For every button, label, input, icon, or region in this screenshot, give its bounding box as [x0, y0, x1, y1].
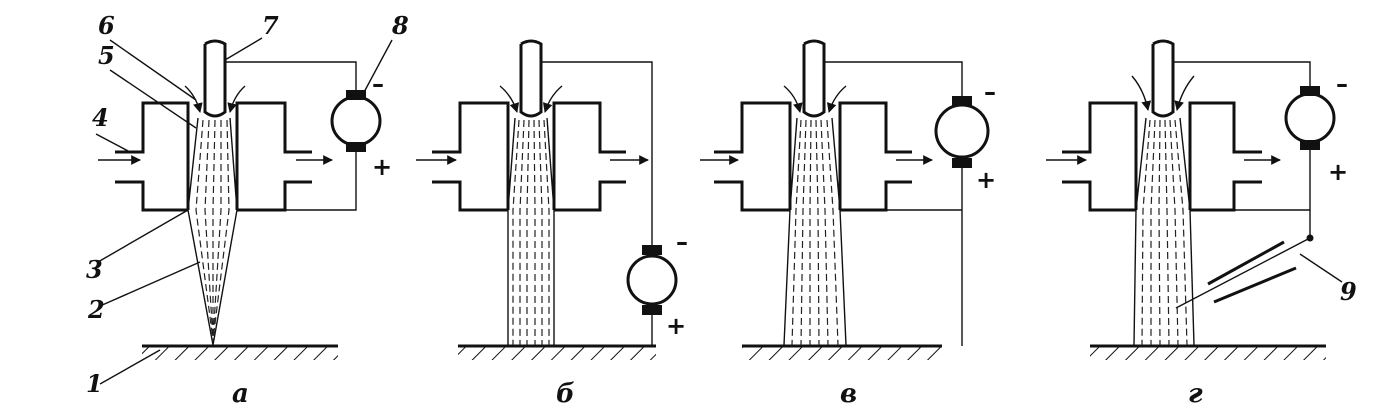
minus-sign: –: [676, 228, 688, 256]
panel-g: – + 9 г: [1046, 39, 1357, 409]
gas-flow-arrow: [826, 85, 847, 113]
electrode: [802, 39, 826, 118]
nozzle-body: [1062, 101, 1262, 212]
plasma-jet: [1133, 117, 1195, 346]
wire: [1190, 150, 1311, 211]
wire: [541, 61, 653, 245]
panel-a: – + 6 5 4 7 8 3 2 1 а: [86, 11, 409, 409]
plasma-jet: [783, 117, 847, 346]
label-9: 9: [1340, 277, 1357, 306]
filler-wire: [1175, 234, 1314, 309]
label-2: 2: [87, 295, 105, 324]
minus-sign: –: [1336, 70, 1348, 98]
wire: [225, 61, 357, 90]
power-source: [626, 245, 678, 315]
power-source: [934, 96, 990, 168]
gas-flow-arrow: [542, 85, 563, 113]
electrode: [203, 39, 227, 118]
label-1: 1: [86, 369, 103, 398]
wire: [824, 61, 963, 98]
electrode: [1151, 39, 1175, 118]
workpiece: [742, 344, 942, 360]
panel-v: – + в: [700, 39, 996, 409]
workpiece: [1090, 344, 1326, 360]
minus-sign: –: [372, 70, 384, 98]
power-source: [330, 90, 382, 152]
gas-flow-arrow: [1131, 75, 1152, 111]
workpiece: [142, 344, 338, 360]
plus-sign: +: [1328, 158, 1348, 186]
label-4: 4: [92, 103, 109, 132]
nozzle-body: [115, 101, 312, 212]
gas-flow-arrow: [1174, 75, 1195, 111]
gas-flow-arrow: [783, 85, 803, 113]
panel-letter-a: а: [232, 379, 249, 409]
gas-flow-arrow: [499, 85, 520, 113]
power-source: [1284, 86, 1336, 150]
workpiece: [458, 344, 656, 360]
plus-sign: +: [666, 312, 686, 340]
panel-letter-v: в: [840, 379, 857, 409]
wire: [237, 152, 357, 211]
label-6: 6: [98, 11, 115, 40]
panel-b: – + б: [416, 39, 688, 409]
plus-sign: +: [372, 153, 392, 181]
gas-flow-arrow: [184, 85, 203, 113]
gas-flow-arrow: [227, 85, 246, 113]
label-7: 7: [262, 11, 279, 40]
nozzle-body: [432, 101, 626, 212]
label-3: 3: [86, 255, 103, 284]
wire: [1173, 61, 1311, 88]
label-5: 5: [98, 41, 115, 70]
minus-sign: –: [984, 78, 996, 106]
nozzle-body: [714, 101, 912, 212]
panel-letter-b: б: [556, 379, 575, 409]
plasma-jet: [187, 117, 238, 346]
plus-sign: +: [976, 166, 996, 194]
electrode: [519, 39, 543, 118]
label-8: 8: [391, 11, 409, 40]
panel-letter-g: г: [1188, 379, 1203, 409]
plasma-jet: [507, 117, 555, 345]
